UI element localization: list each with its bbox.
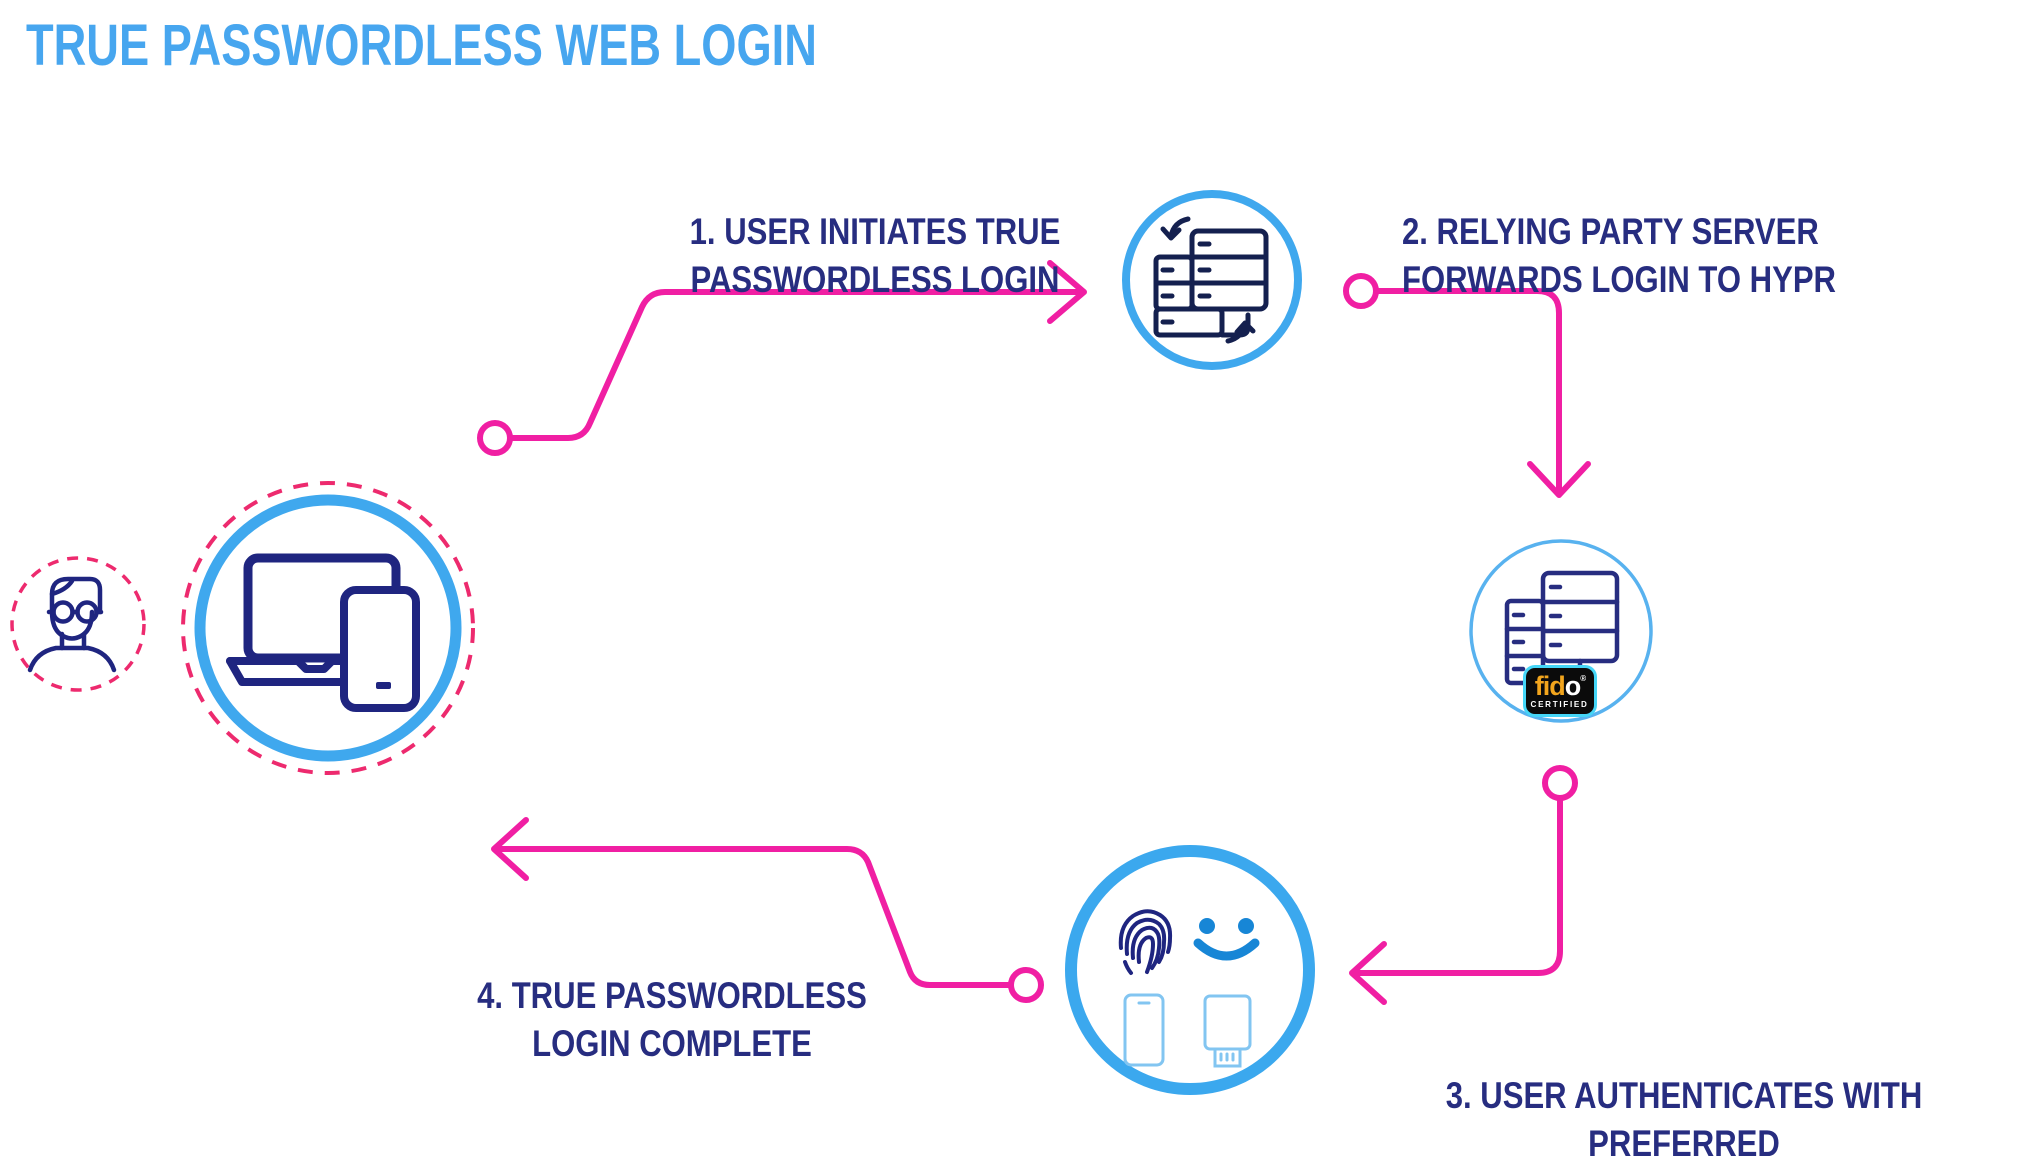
device-node [178,478,478,778]
step4-label: 4. TRUE PASSWORDLESS LOGIN COMPLETE [477,975,867,1064]
authenticator-options-icon [1065,845,1315,1095]
step2-label: 2. RELYING PARTY SERVER FORWARDS LOGIN T… [1402,211,1837,300]
usb-token-icon [1203,994,1252,1068]
arrow-step4 [491,817,1044,1003]
arrow4-head-left-icon [491,817,529,881]
authenticator-node [1063,843,1317,1097]
refresh-arrow-down-icon [1168,216,1191,239]
step1-label: 1. USER INITIATES TRUE PASSWORDLESS LOGI… [689,211,1061,300]
arrow2-start-dot [1343,273,1379,309]
arrow-step2 [1343,273,1591,498]
arrow-step3 [1349,765,1578,1005]
fido-certified-caption: CERTIFIED [1530,698,1590,709]
arrow-step1 [477,260,1087,456]
page-title-text: TRUE PASSWORDLESS WEB LOGIN [26,13,817,78]
arrow2-head-down-icon [1527,461,1591,498]
relying-party-server-node [1121,189,1303,371]
user-node [8,554,148,694]
arrow3-start-dot [1542,765,1578,801]
laptop-and-phone-icon [181,481,475,775]
server-fido-certified-icon [1469,539,1653,723]
user-avatar-icon [10,556,146,692]
mobile-phone-icon [1123,993,1165,1067]
arrow4-start-dot [1008,967,1044,1003]
arrow1-start-dot [477,420,513,456]
arrow1-head-right-icon [1047,260,1087,324]
step3-label: 3. USER AUTHENTICATES WITH PREFERRED AUT… [1445,1075,1923,1164]
smiley-face-icon [1193,918,1260,961]
fingerprint-icon [1118,909,1173,975]
arrow3-head-left-icon [1349,941,1387,1005]
page-title: TRUE PASSWORDLESS WEB LOGIN [26,12,1040,79]
server-exchange-icon [1122,190,1302,370]
